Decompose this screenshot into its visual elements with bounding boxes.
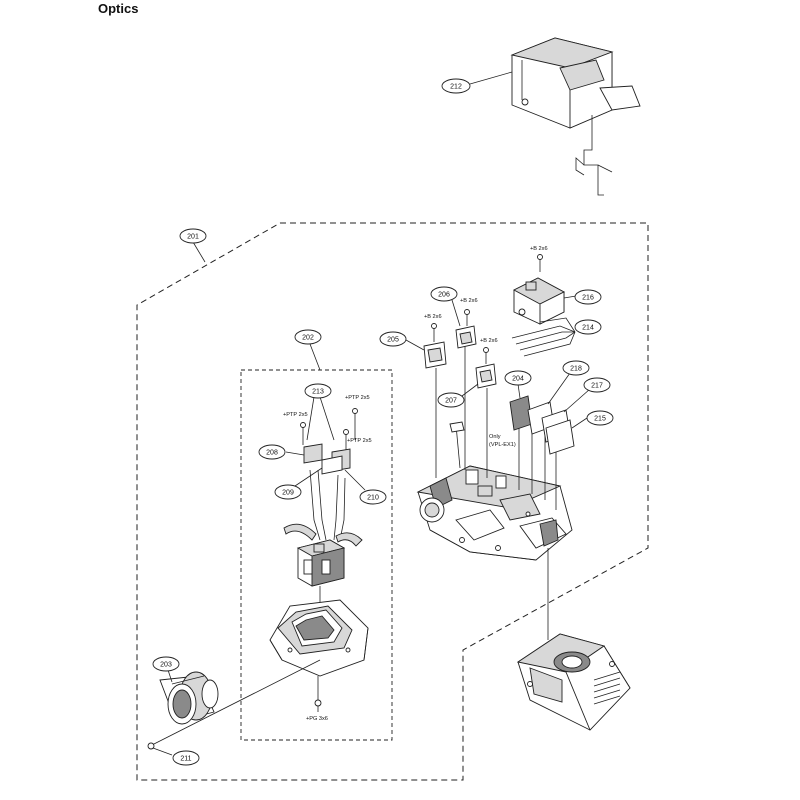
callout-209: 209 [274, 484, 302, 500]
callout-215: 215 [586, 410, 614, 426]
svg-text:211: 211 [180, 756, 191, 763]
svg-text:212: 212 [450, 84, 462, 91]
callout-216: 216 [574, 289, 602, 305]
screw-b-207 [483, 347, 489, 364]
svg-text:202: 202 [302, 335, 314, 342]
note-only: Only [489, 434, 501, 440]
callout-214: 214 [574, 319, 602, 335]
svg-text:209: 209 [282, 490, 294, 497]
svg-text:206: 206 [438, 292, 450, 299]
screw-label-b-205: +B 2x6 [424, 314, 442, 320]
part-203-lens [159, 671, 219, 725]
lens-housing-frame [269, 599, 369, 677]
flexible-cables [283, 469, 363, 547]
screw-label-ptp-left: +PTP 2x5 [283, 412, 308, 418]
callout-204: 204 [504, 370, 532, 386]
part-206-plate [455, 325, 477, 349]
svg-text:210: 210 [367, 495, 379, 502]
screw-label-ptp-right: +PTP 2x5 [347, 438, 372, 444]
screw-label-b-top: +B 2x6 [530, 246, 548, 252]
callout-207: 207 [437, 392, 465, 408]
svg-text:201: 201 [187, 234, 199, 241]
callout-202: 202 [294, 329, 322, 345]
screw-b-top [537, 254, 543, 260]
svg-text:204: 204 [512, 376, 524, 383]
svg-text:218: 218 [570, 366, 582, 373]
part-208-plate [303, 443, 323, 464]
callout-210: 210 [359, 489, 387, 505]
screw-label-pg: +PG 3x6 [306, 716, 328, 722]
optics-block-201-boundary [136, 222, 649, 781]
screw-label-ptp-top: +PTP 2x5 [345, 395, 370, 401]
svg-text:205: 205 [387, 337, 399, 344]
svg-text:215: 215 [594, 416, 606, 423]
part-207-plate [475, 363, 497, 389]
callout-203: 203 [152, 656, 180, 672]
callout-212: 212 [441, 78, 471, 94]
part-214-wires [511, 317, 576, 357]
optical-block-base [416, 465, 573, 561]
prism-block [296, 539, 346, 587]
screw-ptp-left [300, 422, 306, 445]
callout-218: 218 [562, 360, 590, 376]
callout-211: 211 [172, 750, 200, 766]
part-216-bracket [513, 277, 565, 325]
small-filter [449, 421, 465, 433]
screw-label-b-207: +B 2x6 [480, 338, 498, 344]
callout-201: 201 [179, 228, 207, 244]
part-212-cover [510, 37, 641, 196]
callout-208: 208 [258, 444, 286, 460]
svg-text:214: 214 [582, 325, 594, 332]
svg-text:216: 216 [582, 295, 594, 302]
page-title: Optics [98, 1, 139, 16]
screw-ptp-top [352, 408, 358, 440]
screw-pg [314, 699, 322, 712]
assembly-202-boundary [240, 369, 393, 741]
svg-text:217: 217 [591, 383, 603, 390]
screw-211 [147, 742, 173, 756]
part-205-plate [423, 341, 447, 369]
assembly-leader-lines [435, 260, 557, 640]
callout-217: 217 [583, 377, 611, 393]
callout-213: 213 [304, 383, 332, 399]
screw-b-206 [464, 309, 470, 326]
note-vpl-ex1: (VPL-EX1) [489, 442, 516, 448]
svg-text:203: 203 [160, 662, 172, 669]
lamp-unit [516, 633, 631, 731]
screw-b-205 [431, 323, 437, 342]
svg-text:208: 208 [266, 450, 278, 457]
callout-205: 205 [379, 331, 407, 347]
part-215-plate [545, 419, 575, 455]
svg-text:207: 207 [445, 398, 457, 405]
lamp-vent-grille [593, 671, 621, 705]
svg-text:213: 213 [312, 389, 324, 396]
callout-206: 206 [430, 286, 458, 302]
screw-label-b-206: +B 2x6 [460, 298, 478, 304]
